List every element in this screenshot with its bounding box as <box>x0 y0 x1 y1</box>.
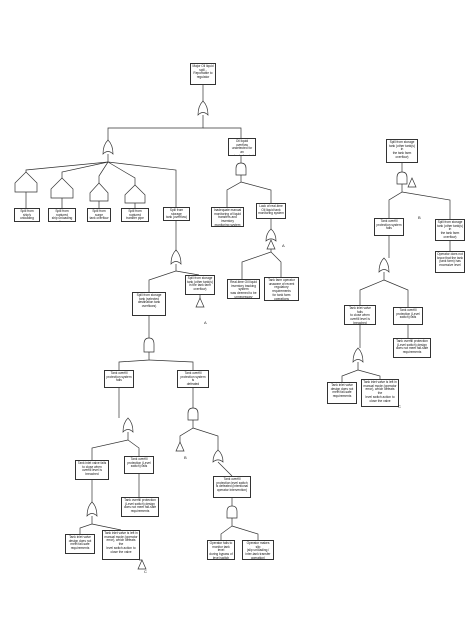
spill-source-or-gate <box>102 139 114 155</box>
right-overfill-or-gate <box>378 257 390 273</box>
connector-line <box>341 362 359 382</box>
connector-line <box>401 191 451 219</box>
connector-line <box>179 420 194 442</box>
event-right-valve-manual: Tank inlet valve is left in manual mode … <box>361 379 399 407</box>
undetected-and-gate <box>235 162 247 176</box>
overfill-fails-or-gate <box>122 417 134 433</box>
transfer-triangle-b1 <box>175 441 185 452</box>
overfill-defeated-and-gate <box>187 407 199 421</box>
connector-line <box>118 352 150 370</box>
connector-line <box>383 279 409 307</box>
event-ruptured-transfer-pipe: Spill from ruptured transfer pipe <box>121 208 149 222</box>
transfer-label-b1: B <box>184 455 187 460</box>
connector-line <box>79 516 93 534</box>
event-switch-not-failsafe: Tank overfill protection (Level switch) … <box>121 497 159 517</box>
connector-line <box>203 127 242 138</box>
event-overfill-defeated: Tank overfill protection system is defea… <box>177 370 209 388</box>
operator-error-and-gate <box>226 505 238 519</box>
connector-line <box>175 270 200 276</box>
connector-line <box>107 115 204 140</box>
logic-gates <box>14 100 417 570</box>
event-ship-unloading-pumps: Spill from ship's unloading pumps <box>14 208 40 222</box>
connector-line <box>357 369 381 379</box>
event-right-other-tank-overflow: Spill from storage tank (other tank(s) i… <box>386 139 418 163</box>
top-event-box: Major Oil liquid spill - Reportable to r… <box>190 63 216 85</box>
connector-line <box>148 359 194 370</box>
event-valve-not-failsafe: Tank inlet valve design does not meet fa… <box>65 534 95 554</box>
event-other-tank-overflow: Spill from storage tank (other tank(s) i… <box>185 275 215 295</box>
connector-line <box>220 518 233 540</box>
event-operator-fails-monitor: Operator fails to monitor tank level dur… <box>207 540 235 560</box>
transfer-label-c2: C <box>398 404 401 409</box>
right-and-gate <box>396 171 408 185</box>
transfer-triangle-a1 <box>266 239 276 250</box>
top-or-gate <box>197 100 209 116</box>
event-operator-unaware: Tank farm operator unaware of recent reg… <box>264 277 299 301</box>
transfer-label-b2: B <box>418 215 421 220</box>
event-undetected-overflow: Oil liquid overflow undetected for an ex… <box>228 138 256 156</box>
connector-line <box>241 241 272 279</box>
event-right-switch-fails: Tank overfill protection (Level switch) … <box>393 307 423 325</box>
event-valve-fails-close: Tank inlet valve fails to close when ove… <box>75 460 109 480</box>
event-destination-tank-overflow: Spill from storage tank (selected destin… <box>132 292 166 316</box>
event-ruptured-unloading-line: Spill from ruptured ship unloading line <box>48 208 76 222</box>
event-right-valve-fails-close: Tank inlet valve fails to close when ove… <box>344 305 376 325</box>
connector-line <box>127 439 140 456</box>
connector-line <box>25 161 109 208</box>
connector-line <box>91 432 129 460</box>
right-valve-or-gate <box>352 347 364 363</box>
house-event-3 <box>89 182 109 202</box>
connector-line <box>217 461 233 477</box>
transfer-label-a1: A <box>282 243 285 248</box>
connector-line <box>240 181 272 203</box>
event-surge-tank-overflow: Spill from surge tank overflow <box>87 208 111 222</box>
event-monitoring-deemed-unnecessary: Real-time Oil liquid inventory tracking … <box>227 279 260 299</box>
destination-and-gate <box>143 337 155 353</box>
connector-line <box>91 523 122 531</box>
transfer-triangle-c1 <box>137 559 147 570</box>
connector-line <box>388 184 403 218</box>
event-inadequate-monitoring: Inadequate manual monitoring of liquid t… <box>211 207 244 227</box>
connector-line <box>148 264 177 292</box>
house-event-1 <box>14 171 38 193</box>
event-storage-tank-overflow: Spill from storage tank (overflow) <box>163 207 190 221</box>
event-switch-defeated: Tank overfill protection level switch is… <box>213 476 251 498</box>
connector-line <box>270 251 282 277</box>
event-level-switch-fails: Tank overfill protection (Level switch) … <box>124 456 154 474</box>
connector-line <box>107 161 177 207</box>
connector-line <box>359 272 385 305</box>
event-right-overfill-fails: Tank overfill protection system fails <box>374 218 404 236</box>
transfer-label-a2: A <box>204 320 207 325</box>
transfer-label-c1: C <box>144 569 147 574</box>
event-right-operator-unaware-level: Spill from storage tank (other tank(s) i… <box>435 219 465 241</box>
transfer-triangle-b2 <box>407 177 417 188</box>
event-operator-slip: Operator makes slip (slip unloading / in… <box>242 540 274 560</box>
valve-fails-or-gate <box>86 501 98 517</box>
event-right-valve-design: Tank inlet valve design does not meet fa… <box>327 382 357 404</box>
lack-monitoring-or-gate <box>265 228 277 242</box>
event-right-switch-design: Tank overfill protection (Level switch) … <box>393 338 431 358</box>
house-event-2 <box>50 177 74 199</box>
connector-line <box>192 427 219 450</box>
connector-lines <box>25 85 451 561</box>
connector-line <box>231 525 259 540</box>
event-valve-manual-mode: Tank inlet valve is left in manual mode … <box>102 530 140 560</box>
house-event-4 <box>124 184 146 204</box>
event-right-operator-no-check: Operator does not know that the tank (ta… <box>435 251 465 273</box>
connector-line <box>226 175 242 207</box>
switch-defeated-or-gate <box>212 449 224 463</box>
event-lack-of-monitoring: Lack of real-time Oil liquid tank monito… <box>256 203 286 219</box>
storage-overflow-or-gate <box>170 249 182 265</box>
event-overfill-system-fails: Tank overfill protection system fails <box>104 370 134 388</box>
transfer-triangle-a2 <box>195 297 205 308</box>
